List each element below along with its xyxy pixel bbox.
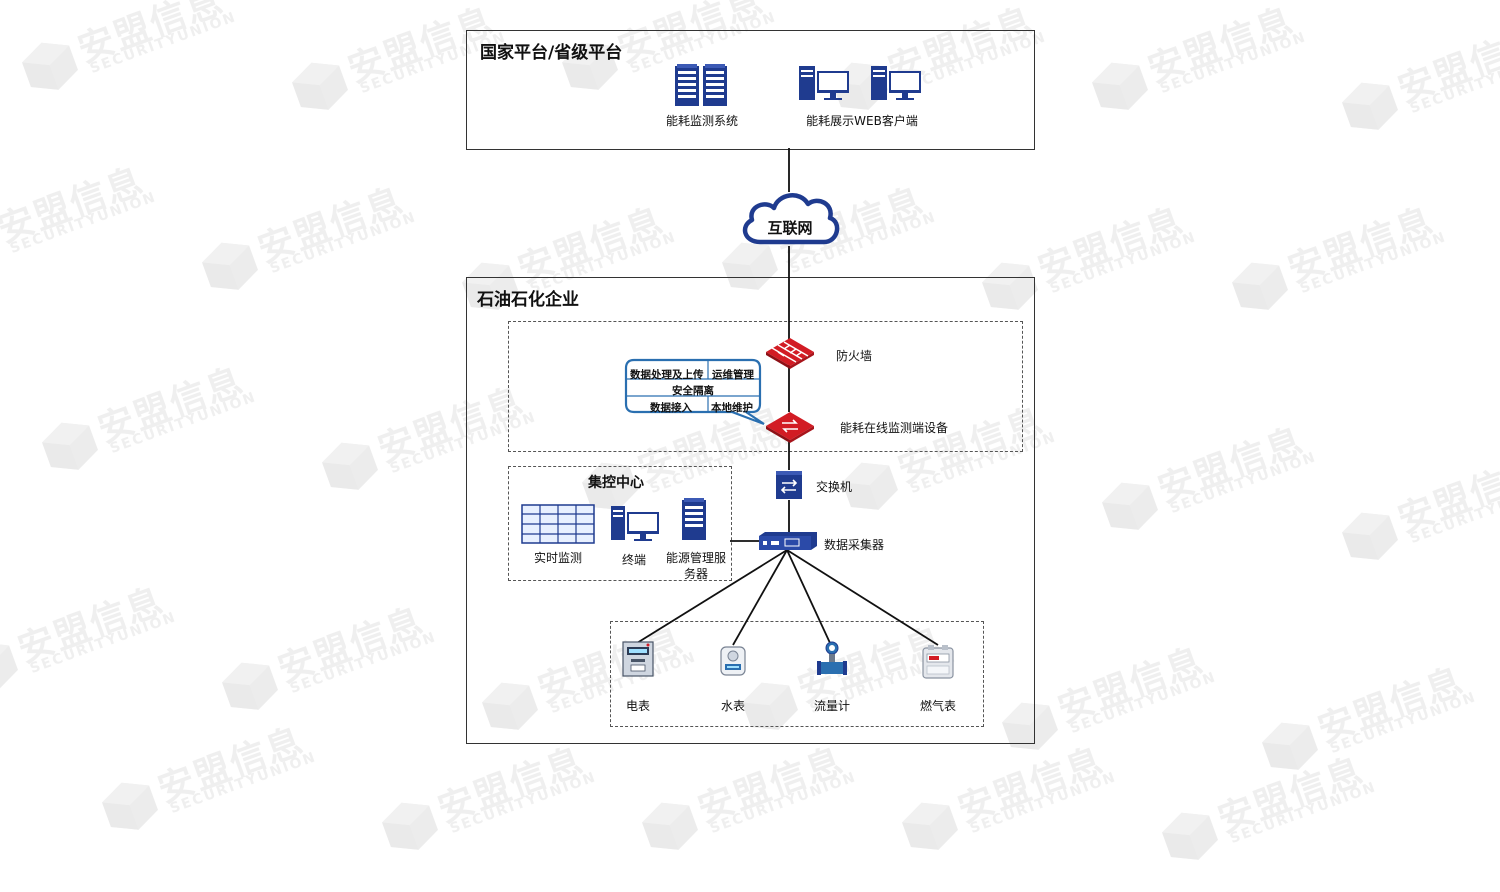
callout-cell-upload: 数据处理及上传 bbox=[630, 369, 704, 381]
electric-meter-label: 电表 bbox=[625, 699, 650, 713]
callout-cell-ops: 运维管理 bbox=[712, 369, 754, 381]
realtime-monitoring-wall-icon bbox=[521, 504, 595, 548]
collector-to-electric-line bbox=[636, 549, 788, 644]
flow-meter-icon bbox=[817, 640, 847, 684]
energy-server-icon bbox=[680, 498, 708, 546]
internet-label: 互联网 bbox=[767, 219, 813, 237]
internet-cloud-icon bbox=[738, 188, 842, 252]
callout-cell-local: 本地维护 bbox=[711, 402, 753, 414]
control-center-zone bbox=[508, 466, 732, 581]
watermark-text-en: SECURITYUNION bbox=[1227, 779, 1379, 848]
web-client-label: 能耗展示WEB客户端 bbox=[806, 114, 918, 128]
enterprise-title: 石油石化企业 bbox=[477, 290, 579, 310]
firewall-icon bbox=[764, 336, 816, 374]
monitor-system-label: 能耗监测系统 bbox=[665, 114, 738, 128]
edge-monitoring-device-icon bbox=[764, 410, 816, 448]
electric-meter-icon bbox=[622, 641, 654, 681]
watermark-cube-icon bbox=[382, 802, 438, 850]
watermark-cube-icon bbox=[902, 802, 958, 850]
switch-label: 交换机 bbox=[816, 480, 853, 494]
watermark-cube-icon bbox=[1162, 812, 1218, 860]
data-collector-icon bbox=[757, 530, 819, 556]
firewall-label: 防火墙 bbox=[836, 349, 873, 363]
water-meter-icon bbox=[719, 643, 747, 681]
energy-server-label-line2: 务器 bbox=[683, 567, 708, 581]
meters-zone bbox=[610, 621, 984, 727]
energy-server-label-line1: 能源管理服 bbox=[665, 551, 726, 565]
terminal-label: 终端 bbox=[621, 553, 646, 567]
callout-cell-isolation: 安全隔离 bbox=[672, 385, 714, 397]
water-meter-label: 水表 bbox=[720, 699, 745, 713]
data-collector-label: 数据采集器 bbox=[824, 538, 885, 552]
gas-meter-icon bbox=[922, 645, 954, 683]
enterprise-box bbox=[466, 277, 1035, 744]
terminal-computer-icon bbox=[610, 505, 660, 547]
realtime-monitoring-label: 实时监测 bbox=[533, 551, 582, 565]
collector-to-gas-line bbox=[786, 549, 939, 646]
callout-cell-access: 数据接入 bbox=[650, 402, 692, 414]
national-platform-box bbox=[466, 30, 1035, 150]
watermark-cube-icon bbox=[102, 782, 158, 830]
control-center-title: 集控中心 bbox=[588, 475, 644, 491]
web-client-computers-icon bbox=[797, 64, 925, 106]
flow-meter-label: 流量计 bbox=[813, 699, 850, 713]
callout-bubble bbox=[624, 358, 765, 426]
gas-meter-label: 燃气表 bbox=[919, 699, 956, 713]
collector-to-flow-line bbox=[786, 549, 831, 644]
collector-to-water-line bbox=[732, 549, 788, 646]
connection-lines bbox=[636, 148, 939, 646]
switch-icon bbox=[774, 469, 804, 505]
edge-monitoring-device-label: 能耗在线监测端设备 bbox=[840, 421, 949, 435]
national-platform-title: 国家平台/省级平台 bbox=[480, 43, 623, 63]
watermark-cube-icon bbox=[642, 802, 698, 850]
security-zone bbox=[508, 321, 1023, 452]
monitor-system-servers-icon bbox=[673, 64, 731, 112]
